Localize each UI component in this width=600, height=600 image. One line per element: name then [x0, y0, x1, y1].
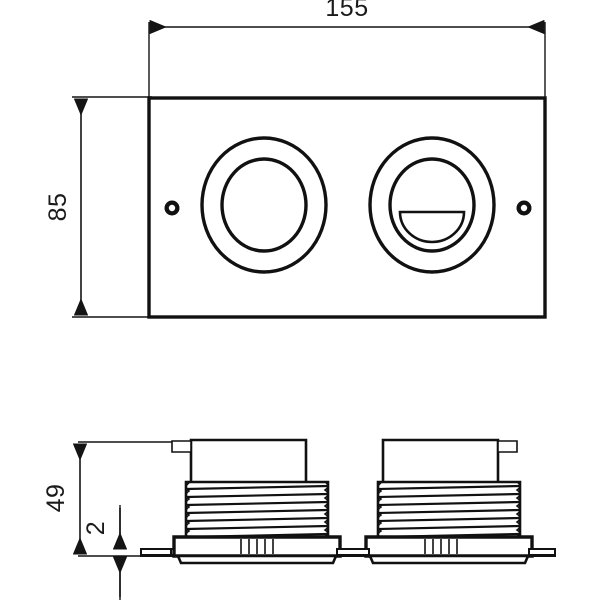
right-thread-lines [378, 482, 520, 538]
right-barrel-cap [381, 438, 500, 485]
thickness-dimension: 2 [82, 505, 128, 600]
right-flange-knurl [424, 539, 458, 554]
side-right-barrel [364, 438, 534, 565]
width-dimension: 155 [148, 0, 546, 100]
right-barrel-tab [497, 440, 518, 453]
front-view-group: 155 85 [44, 0, 547, 319]
side-left-barrel [171, 438, 342, 565]
left-flange-knurl [240, 539, 274, 554]
side-base-plate-overlay [140, 548, 556, 557]
side-view-group: 49 2 [42, 438, 556, 600]
height-dimension-label: 85 [44, 193, 72, 222]
right-button[interactable] [368, 136, 496, 274]
left-button-inner-ring [220, 157, 308, 253]
fixing-hole-left [164, 200, 180, 216]
right-barrel-lip [368, 554, 530, 565]
left-barrel-cap [189, 438, 308, 485]
left-button[interactable] [200, 136, 328, 274]
right-button-half-moon-icon [398, 210, 466, 244]
fixing-hole-right [516, 200, 532, 216]
thickness-dimension-label: 2 [82, 521, 110, 535]
width-dimension-label: 155 [325, 0, 368, 22]
left-barrel-tab [171, 440, 192, 453]
height-dimension: 85 [44, 96, 152, 318]
depth-dimension: 49 [42, 441, 195, 557]
depth-dimension-label: 49 [42, 484, 70, 513]
left-barrel-lip [176, 554, 338, 565]
